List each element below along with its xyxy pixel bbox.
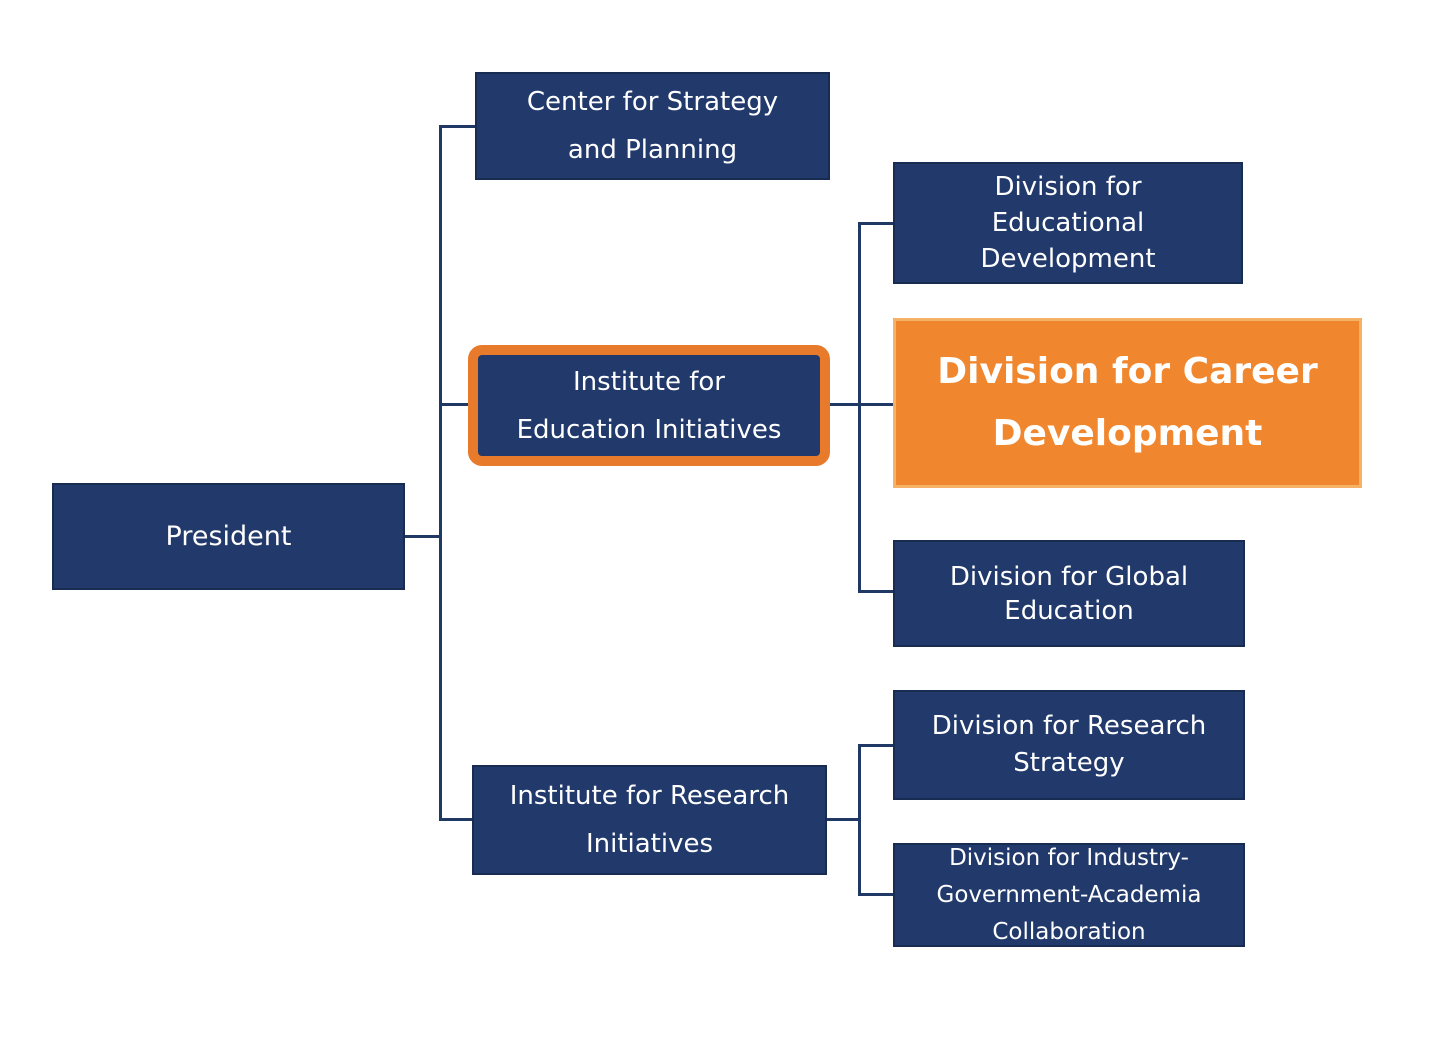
node-label-line: Education Initiatives: [516, 414, 782, 445]
connector-to-educational-development: [858, 222, 894, 225]
node-label-line: Collaboration: [992, 918, 1146, 945]
connector-education-to-divisions: [830, 403, 893, 406]
connector-to-industry-gov-academia: [858, 893, 894, 896]
node-label-line: Division for Research: [931, 711, 1207, 741]
node-division-industry-government-academia: Division for Industry- Government-Academ…: [893, 843, 1245, 947]
connector-trunk-research-divisions: [858, 744, 861, 896]
node-label-line: Institute for: [573, 366, 725, 397]
node-label-line: Strategy: [1013, 748, 1125, 778]
node-label-line: Division for: [994, 172, 1142, 202]
node-label-line: Educational: [991, 208, 1145, 238]
node-president: President: [52, 483, 405, 590]
connector-trunk-education-divisions: [858, 222, 861, 593]
node-division-career-development-emphasized: Division for Career Development: [893, 318, 1362, 488]
node-label-line: Division for Career: [937, 351, 1318, 392]
node-label-line: Government-Academia: [936, 881, 1202, 908]
connector-to-institute-education: [439, 403, 469, 406]
connector-to-global-education: [858, 590, 894, 593]
node-division-educational-development: Division for Educational Development: [893, 162, 1243, 284]
node-center-strategy-planning: Center for Strategy and Planning: [475, 72, 830, 180]
node-institute-education-highlighted: Institute for Education Initiatives: [468, 345, 830, 466]
node-label-line: Development: [992, 413, 1263, 454]
connector-to-research-strategy: [858, 744, 894, 747]
node-institute-research: Institute for Research Initiatives: [472, 765, 827, 875]
connector-to-institute-research: [439, 818, 474, 821]
node-label-line: Institute for Research: [509, 781, 790, 811]
node-division-global-education: Division for Global Education: [893, 540, 1245, 647]
node-division-research-strategy: Division for Research Strategy: [893, 690, 1245, 800]
node-label-line: and Planning: [567, 135, 738, 165]
connector-to-center-strategy: [439, 125, 477, 128]
connector-president-trunk: [405, 535, 440, 538]
connector-trunk-level1: [439, 125, 442, 821]
connector-research-to-divisions: [827, 818, 860, 821]
node-label-line: President: [165, 521, 292, 552]
node-label-line: Initiatives: [585, 829, 714, 859]
node-label-line: Education: [1004, 595, 1134, 626]
node-label-line: Division for Global: [949, 561, 1189, 592]
node-label-line: Division for Industry-: [949, 844, 1189, 871]
node-label-line: Center for Strategy: [526, 87, 779, 117]
node-label-line: Development: [980, 244, 1156, 274]
